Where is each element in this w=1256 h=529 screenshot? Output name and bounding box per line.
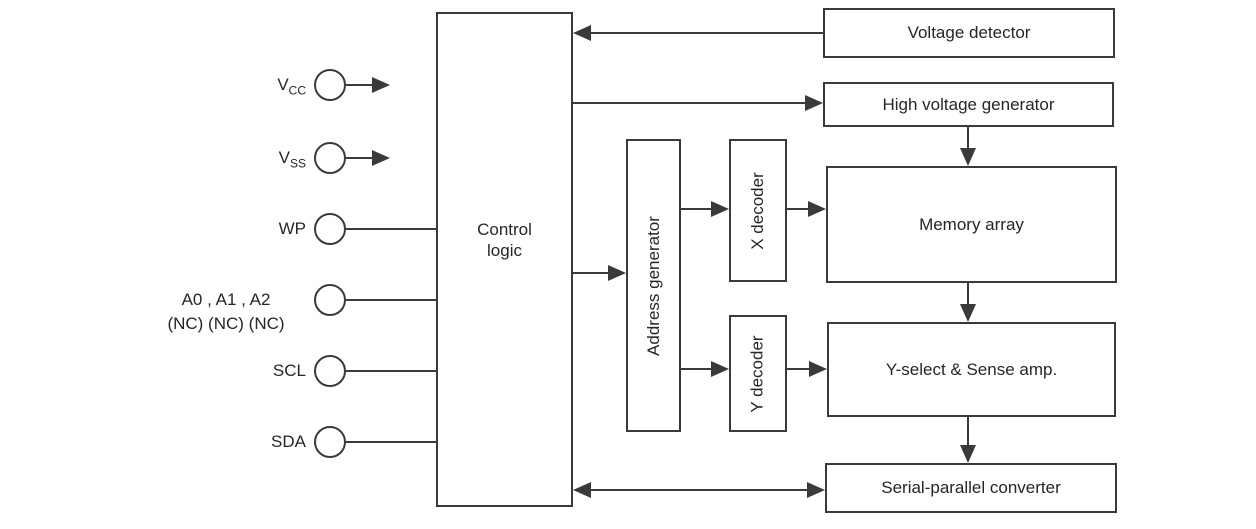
pin-label-a0a1a2-line1: A0 , A1 , A2 — [181, 290, 271, 309]
pin-sda-terminal — [314, 426, 346, 458]
wire — [589, 32, 823, 34]
y-decoder-box: Y decoder — [729, 315, 787, 432]
arrow-right-icon — [608, 265, 626, 281]
memory-array-label: Memory array — [919, 214, 1024, 234]
arrow-left-icon — [573, 482, 591, 498]
wire — [787, 368, 810, 370]
wp-wire — [346, 228, 436, 230]
vcc-wire — [346, 84, 374, 86]
y-select-sense-amp-label: Y-select & Sense amp. — [885, 359, 1058, 379]
arrow-right-icon — [711, 201, 729, 217]
pin-label-vcc: VCC — [190, 74, 306, 101]
high-voltage-generator-box: High voltage generator — [823, 82, 1114, 127]
high-voltage-generator-label: High voltage generator — [882, 94, 1055, 114]
x-decoder-box: X decoder — [729, 139, 787, 282]
pin-label-a0a1a2-line2: (NC) (NC) (NC) — [167, 314, 285, 333]
wire — [787, 208, 809, 210]
voltage-detector-box: Voltage detector — [823, 8, 1115, 58]
control-logic-label: Control logic — [477, 219, 532, 260]
arrow-left-icon — [573, 25, 591, 41]
pin-label-vss: VSS — [190, 147, 306, 174]
a0a1a2-wire — [346, 299, 436, 301]
pin-a0a1a2-terminal — [314, 284, 346, 316]
vss-wire — [346, 157, 374, 159]
wire — [967, 127, 969, 150]
pin-vcc-subscript: CC — [288, 83, 306, 98]
y-decoder-label: Y decoder — [748, 334, 768, 413]
arrow-down-icon — [960, 148, 976, 166]
pin-vcc-terminal — [314, 69, 346, 101]
scl-wire — [346, 370, 436, 372]
pin-label-scl: SCL — [272, 361, 306, 380]
pin-vcc-base: V — [277, 75, 289, 94]
control-logic-box: Control logic — [436, 12, 573, 507]
pin-vss-subscript: SS — [289, 156, 306, 171]
arrow-right-icon — [805, 95, 823, 111]
pin-scl-terminal — [314, 355, 346, 387]
wire — [967, 417, 969, 445]
arrow-right-icon — [808, 201, 826, 217]
voltage-detector-label: Voltage detector — [907, 23, 1031, 42]
arrow-right-icon — [372, 150, 390, 166]
arrow-down-icon — [960, 445, 976, 463]
y-select-sense-amp-box: Y-select & Sense amp. — [827, 322, 1116, 417]
address-generator-box: Address generator — [626, 139, 681, 432]
wire — [681, 368, 713, 370]
pin-label-a0a1a2: A0 , A1 , A2 (NC) (NC) (NC) — [142, 288, 310, 336]
wire — [681, 208, 713, 210]
arrow-right-icon — [807, 482, 825, 498]
wire — [573, 102, 806, 104]
pin-label-sda: SDA — [271, 432, 306, 451]
wire — [573, 272, 609, 274]
pin-vss-terminal — [314, 142, 346, 174]
wire — [589, 489, 809, 491]
pin-label-wp: WP — [278, 219, 306, 238]
wire — [967, 283, 969, 305]
x-decoder-label: X decoder — [748, 171, 767, 250]
arrow-right-icon — [809, 361, 827, 377]
memory-array-box: Memory array — [826, 166, 1117, 283]
sda-wire — [346, 441, 436, 443]
pin-wp-terminal — [314, 213, 346, 245]
address-generator-label: Address generator — [643, 215, 663, 356]
pin-vss-base: V — [278, 148, 290, 167]
arrow-right-icon — [372, 77, 390, 93]
arrow-down-icon — [960, 304, 976, 322]
serial-parallel-converter-box: Serial-parallel converter — [825, 463, 1117, 513]
serial-parallel-converter-label: Serial-parallel converter — [881, 478, 1061, 497]
arrow-right-icon — [711, 361, 729, 377]
